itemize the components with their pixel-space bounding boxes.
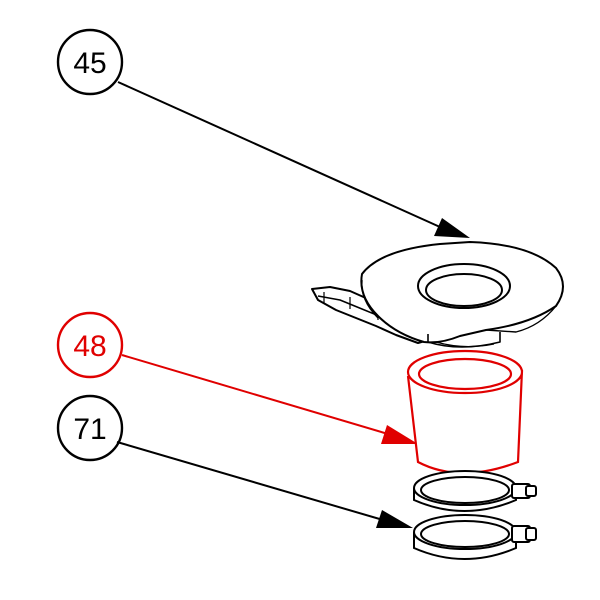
part-71-upper-clamp bbox=[413, 470, 537, 512]
callout-48-label: 48 bbox=[73, 330, 106, 363]
part-71-clamps bbox=[413, 470, 537, 560]
callout-71-circle bbox=[56, 394, 124, 462]
arrowhead-71 bbox=[376, 510, 413, 528]
callout-48[interactable]: 48 bbox=[56, 311, 124, 379]
callout-45[interactable]: 45 bbox=[56, 28, 124, 96]
part-45-disc-bracket bbox=[311, 241, 564, 348]
callout-45-circle bbox=[56, 28, 124, 96]
part-45-hole-inner bbox=[425, 273, 503, 307]
part-48-sleeve bbox=[406, 349, 524, 475]
callout-71-label: 71 bbox=[73, 413, 106, 446]
leader-48 bbox=[121, 354, 418, 444]
leader-71 bbox=[116, 441, 413, 528]
leader-45 bbox=[117, 81, 470, 238]
part-48-top-inner bbox=[417, 357, 513, 391]
callout-71[interactable]: 71 bbox=[56, 394, 124, 462]
arrowhead-45 bbox=[434, 218, 470, 238]
arrowhead-48 bbox=[381, 425, 418, 444]
callout-48-circle bbox=[56, 311, 124, 379]
part-71-lower-clamp bbox=[413, 514, 537, 560]
callout-45-label: 45 bbox=[73, 47, 106, 80]
